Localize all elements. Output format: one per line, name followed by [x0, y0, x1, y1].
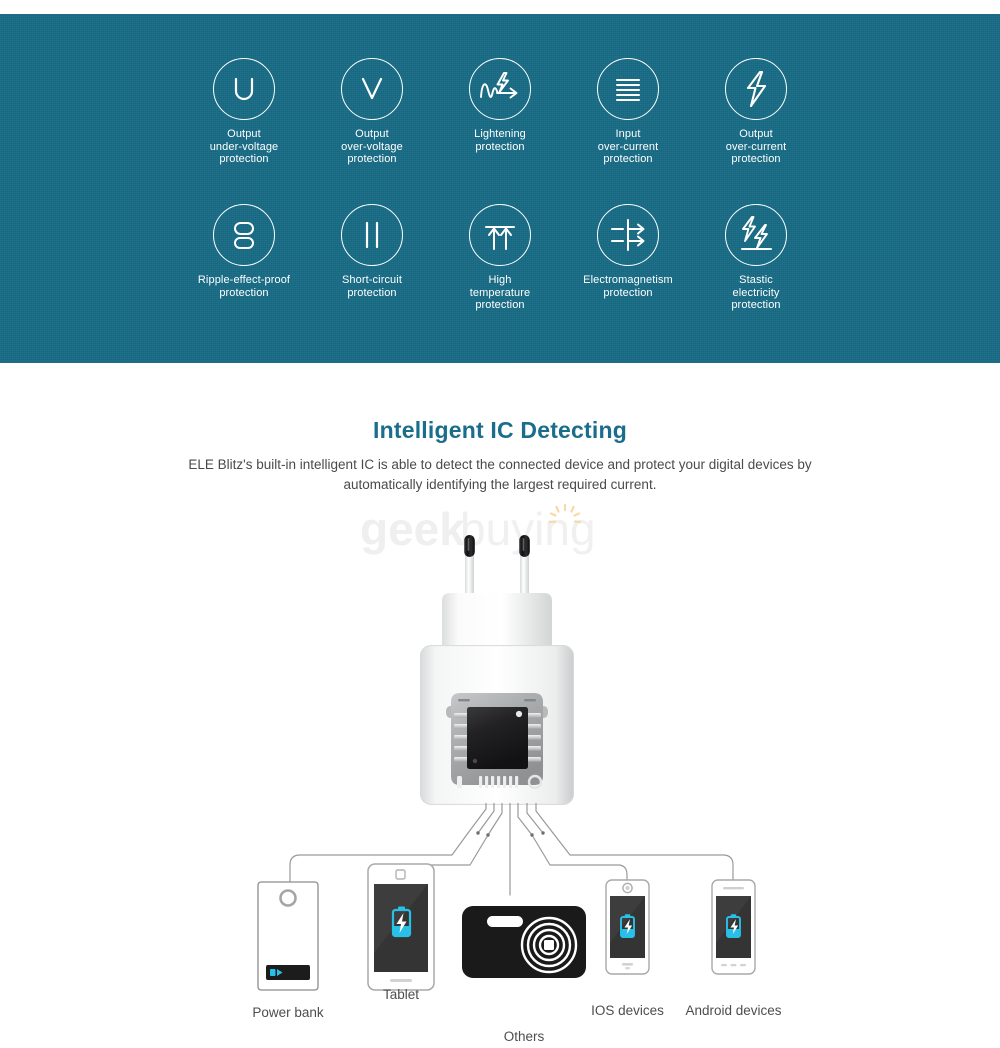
device-label: Others	[503, 1029, 545, 1044]
feature-ripple-effect-proof: Ripple-effect-proof protection	[180, 204, 308, 312]
device-tablet: Tablet	[367, 863, 435, 1002]
feature-label: Lightening protection	[474, 128, 526, 153]
feature-stastic-electricity: Stastic electricity protection	[692, 204, 820, 312]
page-title: Intelligent IC Detecting	[373, 417, 627, 443]
intelligent-ic-section: Intelligent IC Detecting ELE Blitz's bui…	[0, 363, 1000, 1048]
high-temperature-icon	[469, 204, 531, 266]
android-phone-icon	[711, 879, 756, 975]
device-label: Tablet	[382, 987, 420, 1002]
feature-output-over-current: Output over-current protection	[692, 58, 820, 166]
feature-output-under-voltage: Output under-voltage protection	[180, 58, 308, 166]
output-over-voltage-icon	[341, 58, 403, 120]
feature-short-circuit: Short-circuit protection	[308, 204, 436, 312]
feature-lightening-protection: Lightening protection	[436, 58, 564, 166]
feature-input-over-current: Input over-current protection	[564, 58, 692, 166]
device-camera-others: Others	[461, 905, 587, 1044]
feature-output-over-voltage: Output over-voltage protection	[308, 58, 436, 166]
protection-row-2: Ripple-effect-proof protection Short-cir…	[180, 204, 820, 312]
input-over-current-icon	[597, 58, 659, 120]
feature-label: High temperature protection	[469, 274, 531, 311]
output-over-current-icon	[725, 58, 787, 120]
feature-high-temperature: High temperature protection	[436, 204, 564, 312]
feature-label: Ripple-effect-proof protection	[197, 274, 291, 299]
lightening-protection-icon	[469, 58, 531, 120]
section-description: ELE Blitz's built-in intelligent IC is a…	[188, 457, 812, 492]
device-ios-phone: IOS devices	[591, 879, 664, 1018]
feature-label: Stastic electricity protection	[731, 274, 781, 311]
short-circuit-icon	[341, 204, 403, 266]
feature-label: Input over-current protection	[597, 128, 659, 165]
ripple-effect-proof-icon	[213, 204, 275, 266]
feature-electromagnetism: Electromagnetism protection	[564, 204, 692, 312]
electromagnetism-icon	[597, 204, 659, 266]
iphone-icon	[605, 879, 650, 975]
power-bank-icon	[257, 881, 319, 991]
device-label: Android devices	[685, 1003, 782, 1018]
feature-label: Output over-voltage protection	[341, 128, 403, 165]
device-android-phone: Android devices	[685, 879, 782, 1018]
feature-label: Short-circuit protection	[342, 274, 402, 299]
protection-row-1: Output under-voltage protection Output o…	[180, 58, 820, 166]
device-power-bank: Power bank	[252, 881, 324, 1020]
feature-label: Output under-voltage protection	[209, 128, 279, 165]
tablet-icon	[367, 863, 435, 991]
camera-icon	[462, 906, 586, 978]
eu-wall-charger-image	[410, 533, 590, 833]
feature-label: Output over-current protection	[725, 128, 787, 165]
device-label: Power bank	[252, 1005, 324, 1020]
feature-label: Electromagnetism protection	[583, 274, 673, 299]
output-under-voltage-icon	[213, 58, 275, 120]
protection-features-panel: Output under-voltage protection Output o…	[0, 14, 1000, 363]
device-label: IOS devices	[591, 1003, 664, 1018]
stastic-electricity-icon	[725, 204, 787, 266]
supported-devices-row: Power bank Tablet	[0, 863, 1000, 1044]
